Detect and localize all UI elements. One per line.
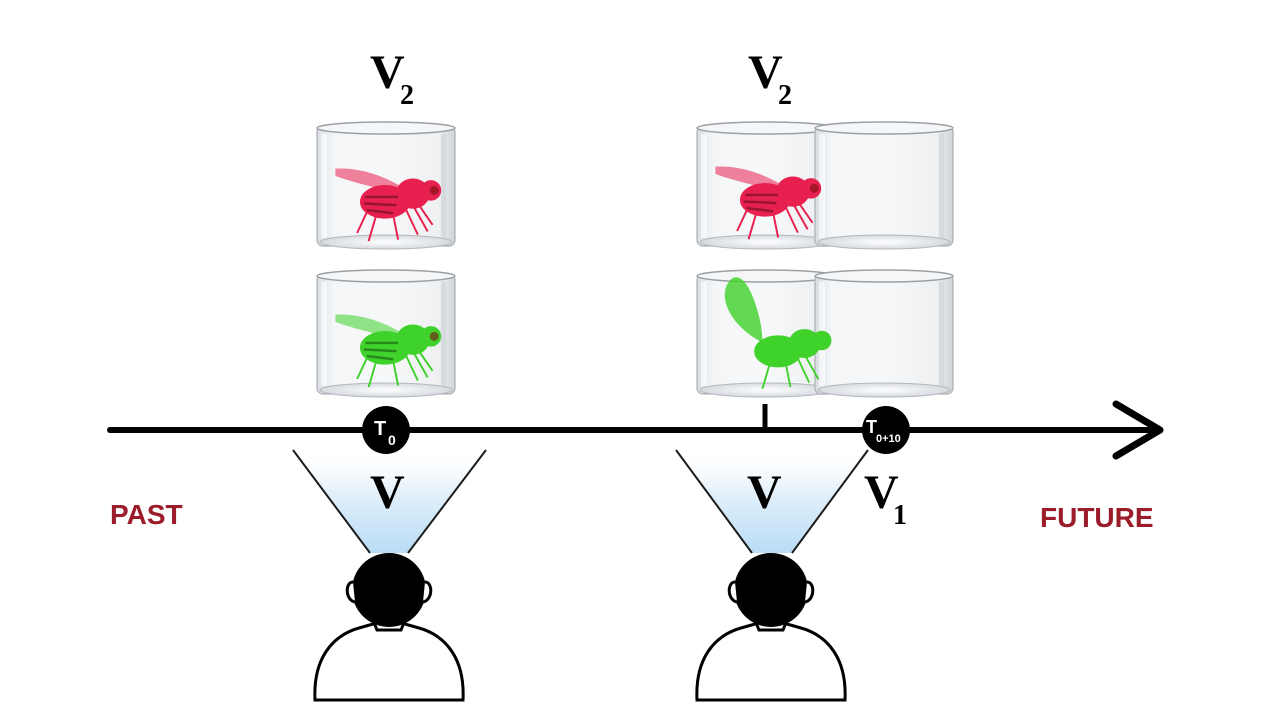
label-v1: V 1 — [864, 466, 907, 531]
v1-main: V — [864, 466, 899, 519]
label-past: PAST — [110, 499, 183, 530]
time-marker-t0-10: T 0+10 — [862, 406, 910, 454]
label-v2-left: V 2 — [370, 46, 414, 111]
timeline-arrowhead-icon — [1112, 400, 1164, 460]
time-marker-t0: T 0 — [362, 406, 410, 454]
person-head-shoulders-icon — [695, 551, 847, 702]
label-future: FUTURE — [1040, 502, 1154, 533]
v2-right-sub: 2 — [778, 80, 792, 111]
label-v-left: V — [370, 466, 405, 519]
green-fruit-fly-icon — [724, 277, 832, 390]
v2-left-main: V — [370, 46, 405, 99]
v2-left-sub: 2 — [400, 80, 414, 111]
t10-main: T — [866, 417, 877, 437]
glass-right-bottom-2 — [814, 269, 954, 398]
person-head-shoulders-icon — [313, 551, 465, 702]
glass-right-top-2 — [814, 121, 954, 250]
t0-sub: 0 — [388, 432, 396, 448]
view-beam-left — [292, 449, 487, 554]
v1-sub: 1 — [893, 500, 907, 531]
label-v-right: V — [747, 466, 782, 519]
t0-main: T — [374, 418, 386, 440]
view-beam-right — [675, 449, 869, 554]
v2-right-main: V — [748, 46, 783, 99]
timeline-axis — [107, 400, 1164, 460]
t10-sub: 0+10 — [876, 433, 901, 445]
label-v2-right: V 2 — [748, 46, 792, 111]
